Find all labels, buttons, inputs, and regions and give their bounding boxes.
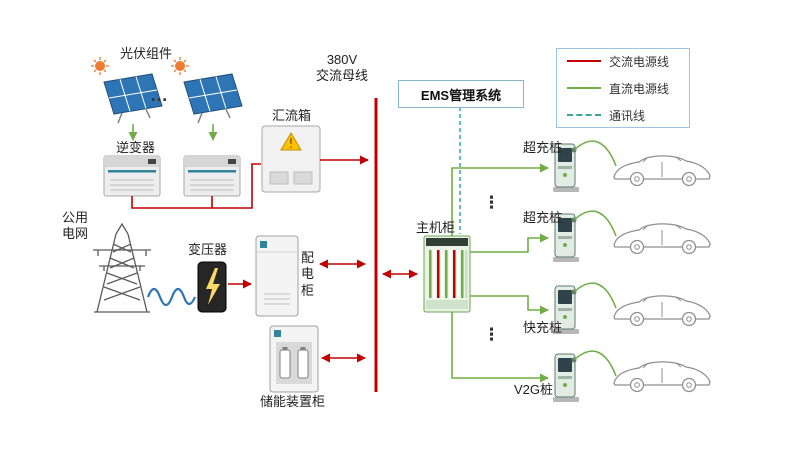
distribution-cabinet-label: 配电柜 bbox=[301, 250, 315, 298]
legend-label-ac: 交流电源线 bbox=[609, 54, 670, 69]
car-icon bbox=[613, 223, 711, 255]
transformer-icon bbox=[197, 261, 227, 313]
combiner-box-label: 汇流箱 bbox=[272, 108, 312, 123]
legend-item-ac: 交流电源线 bbox=[567, 53, 689, 70]
pile-label-supercharge-1: 超充桩 bbox=[523, 140, 563, 155]
dc-line-to-pile-3 bbox=[470, 295, 549, 315]
dc-line-to-pile-2 bbox=[470, 233, 549, 253]
ellipsis-piles-2: ⋮ bbox=[483, 325, 500, 344]
storage-cabinet-icon bbox=[269, 325, 319, 393]
legend-label-comm: 通讯线 bbox=[609, 108, 646, 123]
charging-cable bbox=[573, 350, 617, 377]
ac-line-sample-icon bbox=[567, 60, 601, 62]
public-grid-label: 公用电网 bbox=[62, 210, 89, 242]
main-cabinet-label: 主机柜 bbox=[416, 220, 456, 235]
pile-label-fastcharge: 快充桩 bbox=[523, 320, 563, 335]
grid-wire bbox=[146, 287, 197, 307]
pile-label-v2g: V2G桩 bbox=[514, 382, 554, 397]
storage-cabinet-label: 储能装置柜 bbox=[260, 394, 326, 409]
dc-line-to-pile-1 bbox=[451, 163, 549, 236]
solar-panel-icon bbox=[170, 56, 243, 124]
main-cabinet-icon bbox=[423, 235, 471, 313]
comm-line-sample-icon bbox=[567, 114, 601, 116]
legend-item-dc: 直流电源线 bbox=[567, 80, 689, 97]
bus-voltage-label: 380V bbox=[326, 52, 358, 67]
inverter-icon bbox=[103, 155, 161, 197]
charging-cable bbox=[573, 140, 617, 167]
charging-cable bbox=[573, 282, 617, 309]
legend: 交流电源线 直流电源线 通讯线 bbox=[556, 48, 690, 128]
pv-modules-label: 光伏组件 bbox=[120, 46, 173, 61]
combiner-box-icon bbox=[261, 125, 321, 193]
transmission-tower-icon bbox=[93, 222, 151, 313]
ems-system-box: EMS管理系统 bbox=[398, 80, 524, 108]
car-icon bbox=[613, 361, 711, 393]
charging-pile-icon bbox=[552, 353, 580, 403]
transformer-label: 变压器 bbox=[188, 242, 228, 257]
car-icon bbox=[613, 295, 711, 327]
charging-cable bbox=[573, 210, 617, 237]
pile-label-supercharge-2: 超充桩 bbox=[523, 210, 563, 225]
ellipsis-piles-1: ⋮ bbox=[483, 193, 500, 212]
dc-line-sample-icon bbox=[567, 87, 601, 89]
ac-line-inverters-to-combiner bbox=[131, 163, 261, 209]
car-icon bbox=[613, 155, 711, 187]
inverter-icon bbox=[183, 155, 241, 197]
legend-label-dc: 直流电源线 bbox=[609, 81, 670, 96]
ellipsis-panels: … bbox=[150, 85, 168, 105]
inverter-label: 逆变器 bbox=[116, 140, 156, 155]
distribution-cabinet-icon bbox=[255, 235, 299, 317]
dc-line-to-pile-4 bbox=[451, 312, 549, 383]
bus-name-label: 交流母线 bbox=[315, 68, 368, 84]
legend-item-comm: 通讯线 bbox=[567, 107, 689, 124]
bus-label: 380V 交流母线 bbox=[306, 52, 378, 85]
